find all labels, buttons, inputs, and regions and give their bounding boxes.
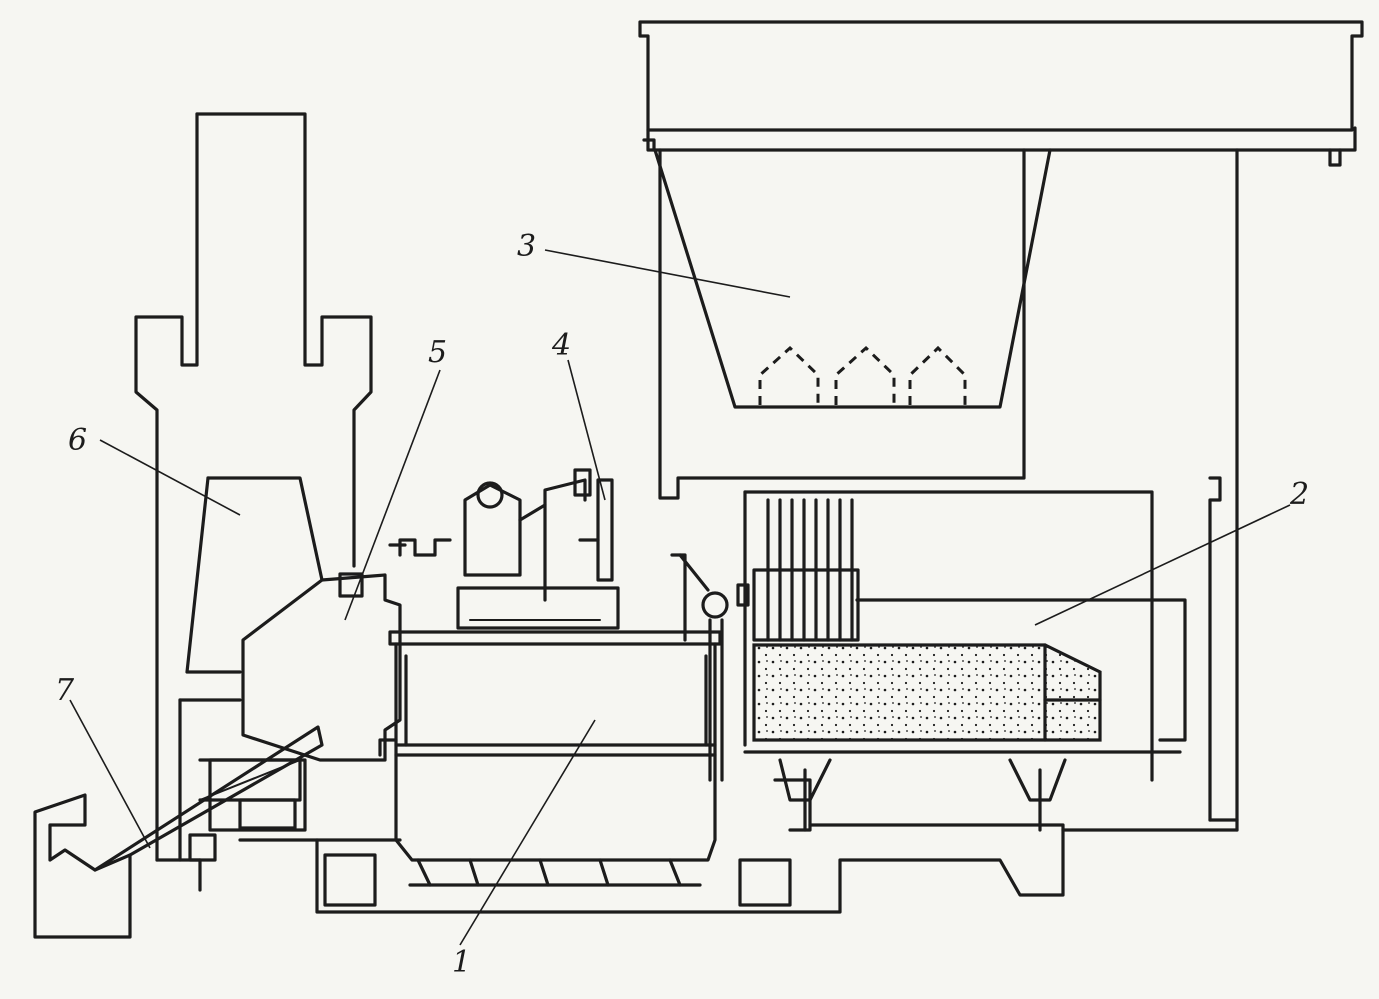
mixer-drum [378, 630, 722, 887]
label-1: 1 [452, 945, 471, 980]
foundation [155, 778, 1239, 914]
feeder-chute [33, 725, 324, 939]
belt-conveyor [736, 476, 1222, 832]
knockout-unit [241, 538, 452, 762]
chimney-structure [134, 112, 373, 862]
drive-motor [456, 468, 620, 630]
label-4: 4 [551, 328, 571, 363]
label-7: 7 [55, 673, 75, 708]
label-5: 5 [428, 335, 447, 370]
label-2: 2 [1289, 477, 1309, 512]
side-post [670, 553, 729, 782]
label-6: 6 [68, 423, 87, 458]
leader-lines [69, 249, 1291, 946]
label-3: 3 [517, 229, 536, 264]
callout-labels: 1 2 3 4 5 6 7 [55, 229, 1309, 980]
